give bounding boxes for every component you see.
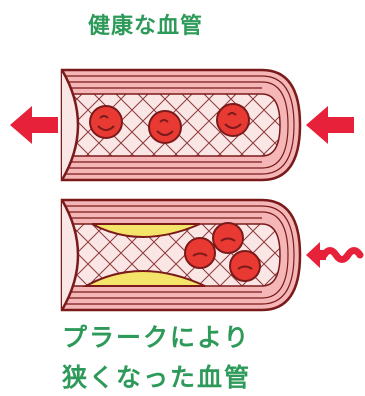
plaque-top (91, 223, 201, 238)
blood-cell-icon (229, 250, 261, 282)
narrowed-vessel-wall-stripes (62, 205, 295, 305)
narrowed-vessel-title-line1: プラークにより (62, 323, 251, 352)
wavy-arrow-icon (306, 242, 364, 268)
arrow-left-icon (10, 106, 58, 144)
blood-cell-icon (212, 222, 244, 254)
narrowed-vessel-title-line2: 狭くなった血管 (62, 363, 252, 392)
healthy-vessel-wall-stripes (62, 75, 295, 175)
healthy-vessel-title: 健康な血管 (88, 14, 204, 39)
arrow-left-icon (306, 106, 354, 144)
narrowed-vessel-opening (60, 199, 80, 311)
blood-cell-icon (89, 105, 123, 139)
healthy-vessel (60, 68, 302, 182)
plaque-bottom (82, 270, 206, 287)
narrowed-vessel (60, 198, 302, 312)
blood-cell-icon (184, 237, 216, 269)
blood-cell-icon (216, 103, 250, 137)
blood-cell-icon (148, 110, 182, 144)
healthy-vessel-opening (60, 69, 80, 181)
